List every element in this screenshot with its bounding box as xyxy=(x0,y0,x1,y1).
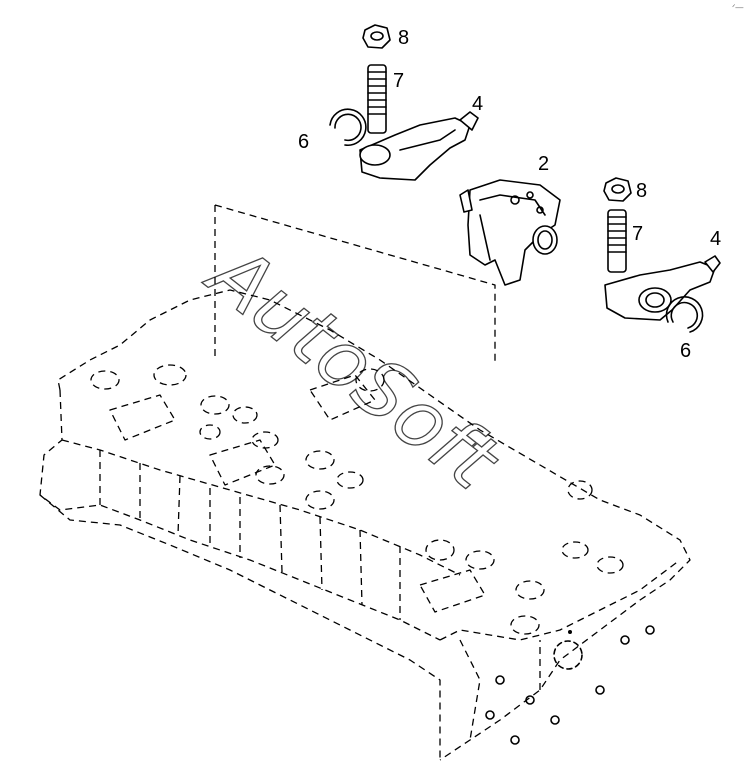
callout-6-right: 6 xyxy=(680,340,691,362)
adjusting-screw-left xyxy=(367,64,387,134)
nut-left xyxy=(362,24,391,49)
cylinder-head xyxy=(39,289,691,761)
corner-mark: ᐟ— xyxy=(732,3,743,12)
callout-6-left: 6 xyxy=(298,131,309,153)
callout-8-right: 8 xyxy=(636,180,647,202)
callout-7-right: 7 xyxy=(632,223,643,245)
callout-7-left: 7 xyxy=(393,70,404,92)
callout-4-right: 4 xyxy=(710,228,721,250)
nut-right xyxy=(603,177,632,202)
callout-8-left: 8 xyxy=(398,27,409,49)
bracket-mounting-outline xyxy=(214,204,496,365)
callout-2: 2 xyxy=(538,153,549,175)
rocker-arm-right xyxy=(604,255,721,321)
rocker-arm-left xyxy=(359,111,479,181)
watermark: AutoSoft xyxy=(189,226,515,509)
callout-4-left: 4 xyxy=(472,93,483,115)
snap-ring-left xyxy=(329,108,367,147)
adjusting-screw-right xyxy=(607,209,627,273)
rocker-support-bracket xyxy=(459,179,561,286)
snap-ring-right xyxy=(665,296,704,333)
